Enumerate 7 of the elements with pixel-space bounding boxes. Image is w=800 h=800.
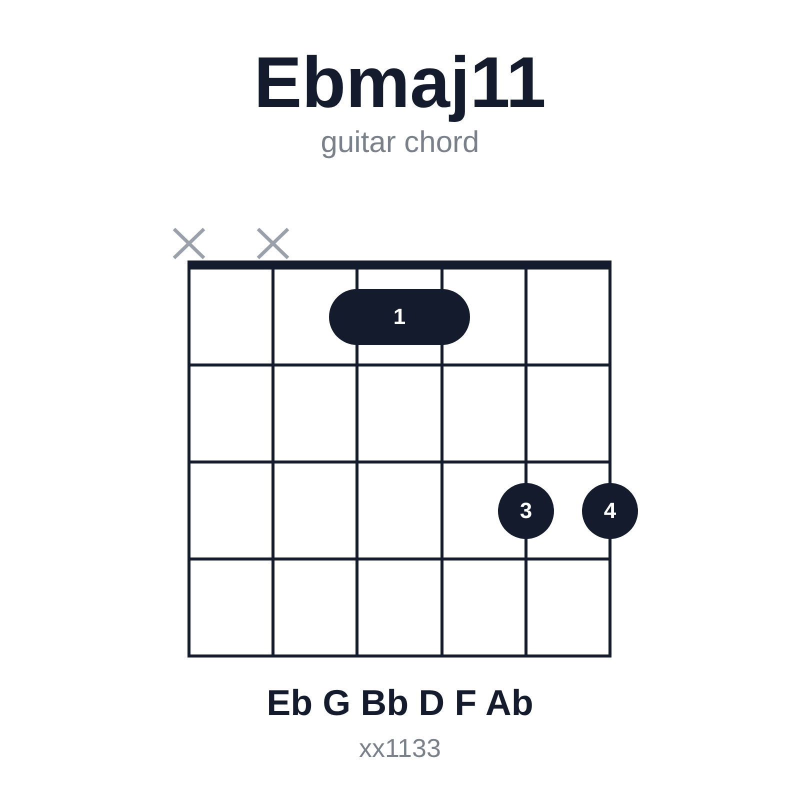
chord-notes: Eb G Bb D F Ab [266,682,534,724]
chord-subtitle: guitar chord [320,126,480,160]
finger-dot: 4 [582,483,638,539]
chord-title: Ebmaj11 [254,42,546,125]
fingering-code: xx1133 [359,734,441,764]
barre-marker: 1 [329,289,470,345]
finger-dot: 3 [498,483,554,539]
